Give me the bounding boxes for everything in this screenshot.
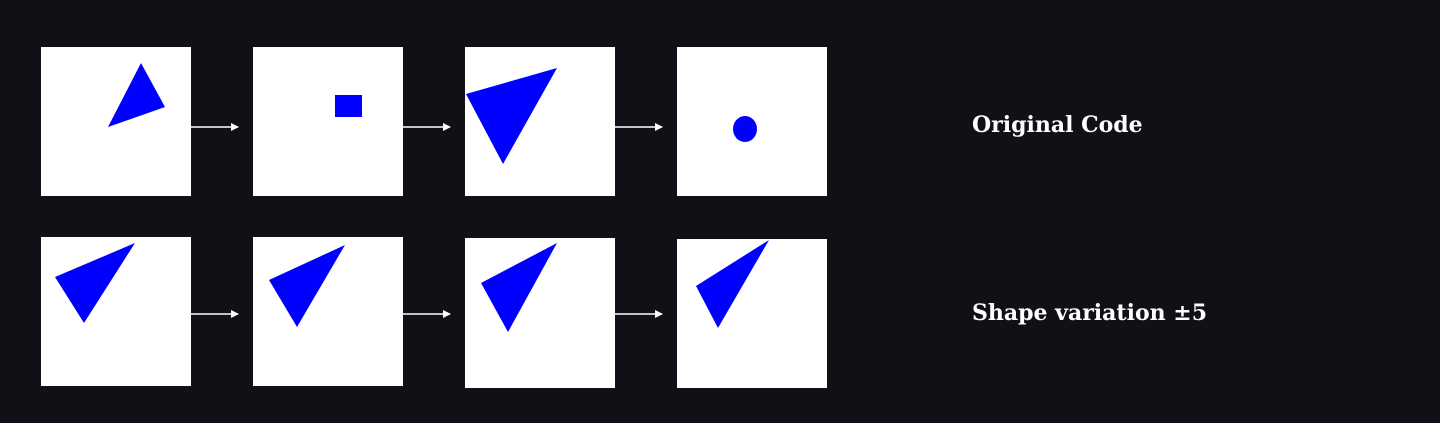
triangle-icon bbox=[108, 63, 165, 127]
frame-4 bbox=[677, 239, 827, 388]
frame-1 bbox=[41, 47, 191, 196]
triangle-icon bbox=[269, 245, 345, 327]
frame-2 bbox=[253, 47, 403, 196]
circle-icon bbox=[733, 116, 757, 142]
frame-3 bbox=[465, 238, 615, 388]
frame-panel bbox=[253, 47, 403, 196]
frame-3 bbox=[465, 47, 615, 196]
frame-2 bbox=[253, 237, 403, 386]
triangle-icon bbox=[696, 240, 769, 328]
frame-1 bbox=[41, 237, 191, 386]
frame-4 bbox=[677, 47, 827, 196]
row-label-original: Original Code bbox=[972, 112, 1143, 138]
triangle-icon bbox=[55, 243, 135, 323]
triangle-icon bbox=[481, 243, 557, 332]
row-label-variation: Shape variation ±5 bbox=[972, 300, 1208, 326]
row-original bbox=[41, 47, 827, 196]
row-variation bbox=[41, 237, 827, 388]
square-icon bbox=[335, 95, 362, 117]
triangle-icon bbox=[466, 68, 557, 164]
